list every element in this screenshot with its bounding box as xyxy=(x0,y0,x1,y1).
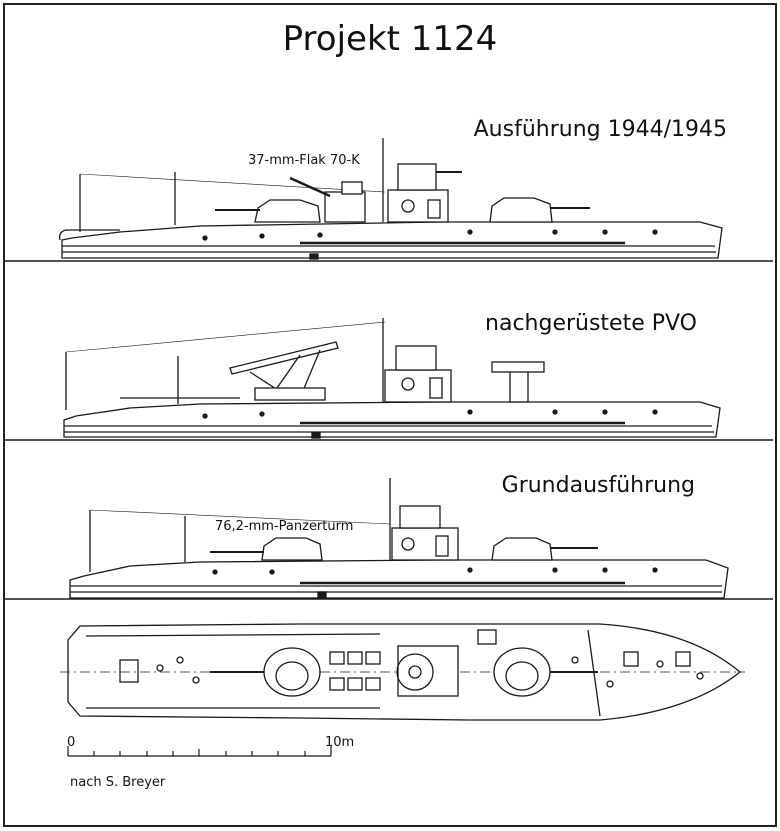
section-dividers xyxy=(5,260,773,600)
annotation-flak: 37-mm-Flak 70-K xyxy=(248,153,360,168)
annotation-panzerturm: 76,2-mm-Panzerturm xyxy=(215,519,354,534)
scale-start-label: 0 xyxy=(67,735,76,750)
ship-profile-1944 xyxy=(58,138,723,260)
view-title-1944: Ausführung 1944/1945 xyxy=(473,117,727,142)
view-title-pvo: nachgerüstete PVO xyxy=(485,311,697,336)
ship-plan-view xyxy=(60,623,745,721)
view-title-grund: Grundausführung xyxy=(501,473,695,498)
ship-profile-pvo xyxy=(63,318,721,439)
scale-end-label: 10m xyxy=(325,735,355,750)
credit-text: nach S. Breyer xyxy=(70,775,166,790)
ship-profile-grund xyxy=(69,478,729,599)
scale-bar xyxy=(67,746,332,757)
page-title: Projekt 1124 xyxy=(282,19,498,59)
